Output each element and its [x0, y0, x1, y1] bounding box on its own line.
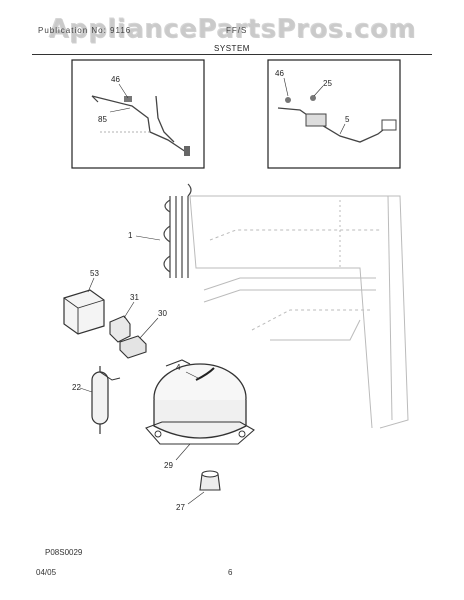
- overload-relay: [305, 113, 327, 127]
- compressor-base: [145, 421, 255, 445]
- callout-4: 22: [72, 383, 81, 392]
- callout-46-right: 46: [275, 69, 284, 78]
- callout-5: 5: [345, 115, 350, 124]
- harness-connector: [184, 146, 190, 156]
- footer-date: 04/05: [36, 568, 57, 577]
- callout-46-left: 46: [111, 75, 120, 84]
- inset-left-frame: [71, 59, 205, 169]
- harness-clip: [124, 96, 132, 102]
- power-cord: [277, 107, 389, 143]
- diagram-code: P08S0029: [45, 548, 83, 557]
- overload-protector: [119, 317, 159, 359]
- compressor: [145, 359, 255, 461]
- start-relay: [109, 301, 135, 343]
- callout-85: 85: [98, 115, 107, 124]
- cabinet: [189, 195, 409, 429]
- inset-right-frame: [267, 59, 401, 169]
- grommet: [187, 470, 221, 505]
- model-code: FF/S: [226, 26, 248, 35]
- condenser-coil: [135, 183, 192, 278]
- page-number: 6: [228, 568, 233, 577]
- screw: [310, 95, 316, 101]
- callout-30: 30: [158, 309, 167, 318]
- publication-number: Publication No: 9116: [38, 26, 132, 35]
- cord-plug: [381, 119, 397, 131]
- wire-harness: [91, 95, 187, 153]
- inset-left: 46 85: [71, 59, 205, 169]
- callout-25: 25: [323, 79, 332, 88]
- filter-drier: [79, 366, 121, 434]
- callout-22: 4: [176, 363, 181, 372]
- relay-cover: [63, 277, 105, 335]
- screw: [285, 97, 291, 103]
- callout-27: 27: [176, 503, 185, 512]
- header-rule: [32, 54, 432, 55]
- process-tube: [195, 367, 215, 381]
- callout-31: 31: [130, 293, 139, 302]
- callout-1: 1: [128, 231, 133, 240]
- inset-right: 46 25 5: [267, 59, 401, 169]
- watermark: AppliancePartsPros.com: [48, 14, 416, 44]
- callout-53: 53: [90, 269, 99, 278]
- section-title: SYSTEM: [214, 44, 250, 53]
- callout-29: 29: [164, 461, 173, 470]
